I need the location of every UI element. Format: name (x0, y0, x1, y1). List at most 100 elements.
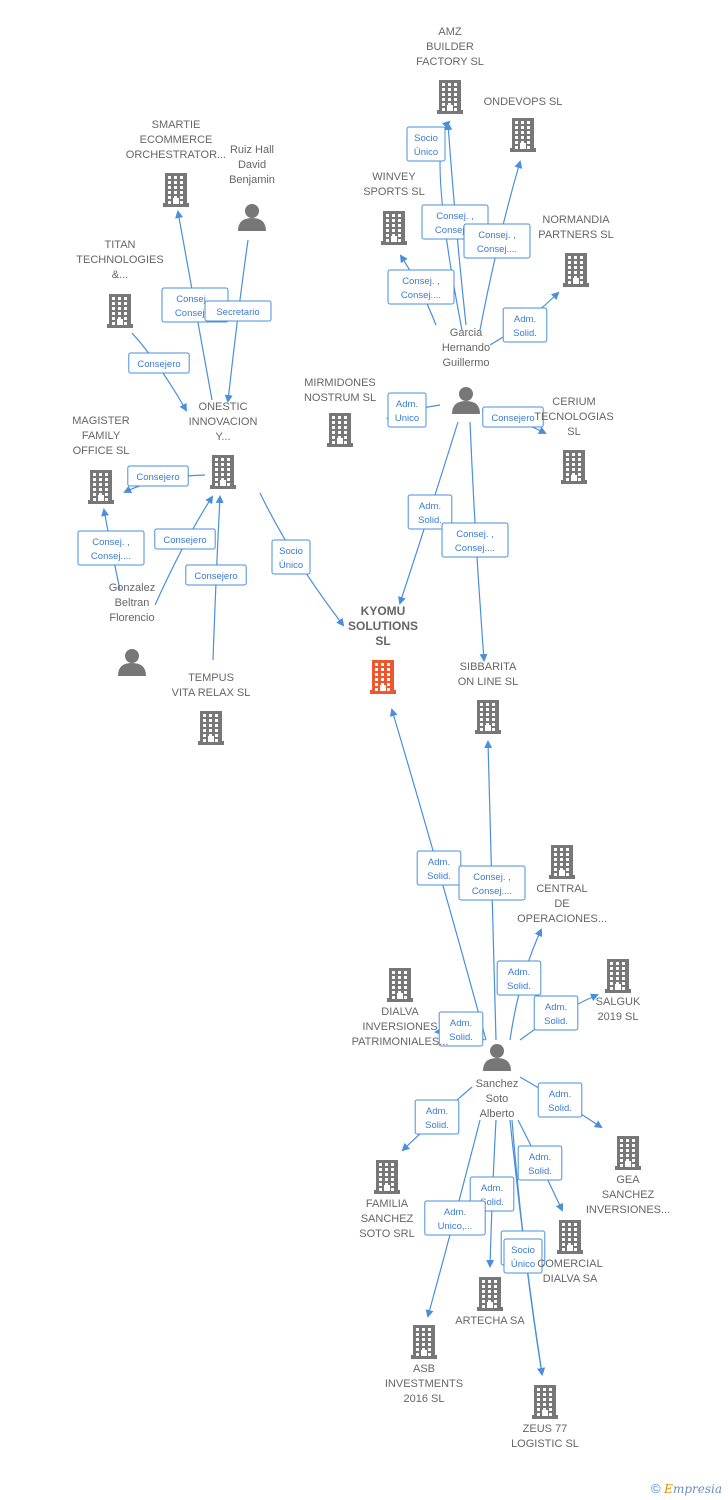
node-label-line: NORMANDIA (542, 214, 610, 226)
edge-badge-text: Unico,... (438, 1221, 473, 1232)
edge-badge[interactable]: Consej. ,Consej.... (441, 522, 509, 558)
node-label-line: Y... (215, 431, 230, 443)
edge-badge-box (496, 960, 542, 996)
edge-badge-text: Adm. (549, 1089, 571, 1100)
edge-badge-text: Consej. , (92, 537, 130, 548)
node-label-line: Beltran (115, 597, 150, 609)
node-artecha[interactable]: ARTECHA SA (455, 1277, 525, 1327)
edge-badge[interactable]: Adm.Unico,... (424, 1200, 486, 1236)
edge-badge[interactable]: Adm.Solid. (414, 1099, 460, 1135)
edge-badge-text: Consej.... (455, 543, 495, 554)
edge-badge-box (204, 300, 272, 322)
edge-badge-box (127, 465, 189, 487)
edge-badge-text: Solid. (507, 981, 531, 992)
edge-badge[interactable]: Consej. ,Consej.... (458, 865, 526, 901)
node-label-line: COMERCIAL (537, 1258, 602, 1270)
edge-badge-text: Socio (414, 133, 438, 144)
edge-badge[interactable]: Adm.Solid. (416, 850, 462, 886)
edge-badge-box (441, 522, 509, 558)
person-icon (452, 387, 480, 414)
edge-badge[interactable]: Consej. ,Consej.... (463, 223, 531, 259)
edge-badge[interactable]: Adm.Solid. (438, 1011, 484, 1047)
node-label-line: ONDEVOPS SL (484, 96, 563, 108)
edge-badge-box (482, 406, 544, 428)
edge-badge[interactable]: Adm.Solid. (517, 1145, 563, 1181)
edge-badge[interactable]: Adm.Unico (387, 392, 427, 428)
edge-badge-box (424, 1200, 486, 1236)
building-icon (163, 173, 189, 207)
node-label-line: &... (112, 269, 129, 281)
node-central[interactable]: CENTRALDEOPERACIONES... (517, 845, 607, 925)
node-label-line: SL (567, 426, 580, 438)
node-label-line: 2019 SL (598, 1011, 639, 1023)
edge-badge-box (407, 494, 453, 530)
node-label-line: 2016 SL (404, 1393, 445, 1405)
node-label-line: SL (375, 634, 390, 648)
node-onestic[interactable]: ONESTICINNOVACIONY... (189, 401, 258, 489)
node-label-line: ECOMMERCE (140, 134, 213, 146)
node-label-line: Benjamin (229, 174, 275, 186)
edge-badge[interactable]: Consej. ,Consej.... (77, 530, 145, 566)
node-label-line: CENTRAL (536, 883, 587, 895)
edge-badge[interactable]: Consej. ,Consej.... (387, 269, 455, 305)
edge-badge-box (458, 865, 526, 901)
building-icon (210, 455, 236, 489)
edge-badge-text: Solid. (528, 1166, 552, 1177)
node-gea[interactable]: GEASANCHEZINVERSIONES... (586, 1136, 670, 1216)
brand-logo[interactable]: Empresia (664, 1482, 722, 1496)
node-label-line: INVERSIONES... (586, 1204, 670, 1216)
focus-building-icon (370, 660, 396, 694)
edge-badge[interactable]: Consejero (482, 406, 544, 428)
edge-badge[interactable]: Consejero (128, 352, 190, 374)
building-icon (88, 470, 114, 504)
edge-badge-text: Adm. (419, 501, 441, 512)
edge-badge-text: Adm. (450, 1018, 472, 1029)
node-label-line: DIALVA (381, 1006, 419, 1018)
edge-badge[interactable]: Adm.Solid. (407, 494, 453, 530)
edge-badge[interactable]: Secretario (204, 300, 272, 322)
node-label-line: MIRMIDONES (304, 377, 376, 389)
edge-badge[interactable]: Adm.Solid. (502, 307, 548, 343)
edge-badge-box (387, 269, 455, 305)
node-label-line: AMZ (438, 26, 462, 38)
edge-badge-box (387, 392, 427, 428)
edge-badge-text: Único (279, 560, 303, 571)
node-label-line: MAGISTER (72, 415, 130, 427)
node-label-line: INNOVACION (189, 416, 258, 428)
edge-badge-box (463, 223, 531, 259)
node-titan[interactable]: TITANTECHNOLOGIES&... (76, 239, 164, 328)
node-label-line: KYOMU (361, 604, 406, 618)
edge-badge[interactable]: Consejero (185, 564, 247, 586)
edge-badge[interactable]: Adm.Solid. (537, 1082, 583, 1118)
edge-badge[interactable]: Consejero (127, 465, 189, 487)
edge-badge[interactable]: Adm.Solid. (533, 995, 579, 1031)
node-ondevops[interactable]: ONDEVOPS SL (484, 96, 563, 152)
edge-badge-text: Consej. , (176, 294, 214, 305)
building-icon (411, 1325, 437, 1359)
node-dialva[interactable]: DIALVAINVERSIONESPATRIMONIALES... (352, 968, 449, 1048)
edge-badge[interactable]: Adm.Solid. (496, 960, 542, 996)
node-smartie[interactable]: SMARTIEECOMMERCEORCHESTRATOR... (126, 119, 226, 207)
edge-badge[interactable]: Consejero (154, 528, 216, 550)
